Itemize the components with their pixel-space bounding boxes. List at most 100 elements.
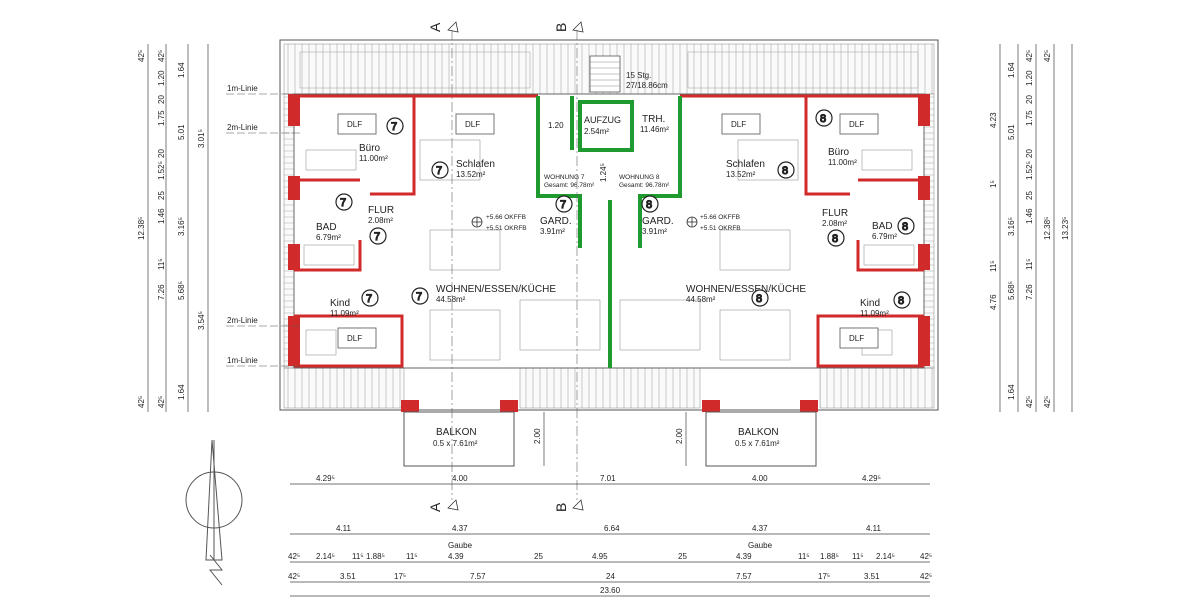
- dimension-value: 3.16⁵: [1007, 217, 1016, 236]
- room-area: 44.58m²: [436, 295, 466, 304]
- dimension-value: 4.29⁵: [862, 474, 881, 483]
- green-core-walls: [536, 96, 682, 368]
- dimension-value: 7.57: [470, 572, 486, 581]
- balcony-depth: 2.00: [675, 428, 684, 444]
- dimension-value: 17⁵: [394, 572, 406, 581]
- dimension-value: 13.23⁵: [1061, 217, 1070, 240]
- dimension-value: 25: [678, 552, 687, 561]
- dimension-value: 7.26: [1025, 284, 1034, 300]
- dimension-lines: [147, 44, 1073, 597]
- svg-text:8: 8: [820, 113, 826, 125]
- line-label-1m: 1m-Linie: [227, 84, 258, 93]
- unit-8-labels: Büro 11.00m² Schlafen 13.52m² FLUR 2.08m…: [619, 147, 897, 448]
- dimension-value: 11⁵: [798, 552, 810, 561]
- room-area: 11.09m²: [860, 309, 889, 318]
- dlf-label: DLF: [465, 120, 480, 129]
- dimension-value: 1.64: [1007, 384, 1016, 400]
- svg-text:8: 8: [646, 199, 652, 211]
- level-okrfb: +5.51 OKRFB: [700, 225, 741, 232]
- svg-text:8: 8: [756, 293, 762, 305]
- level-okrfb: +5.51 OKRFB: [486, 225, 527, 232]
- balkon-size: 0.5 x 7.61m²: [735, 439, 780, 448]
- room-area: 6.79m²: [872, 232, 897, 241]
- dimension-value: 25: [1025, 191, 1034, 200]
- stair: 15 Stg. 27/18.86cm: [589, 55, 668, 93]
- dimension-value: 7.26: [157, 284, 166, 300]
- line-label-2m: 2m-Linie: [227, 316, 258, 325]
- dimension-value: 1⁵: [989, 180, 998, 188]
- dimension-value: 11⁵: [1025, 258, 1034, 270]
- stair-steps: 15 Stg.: [626, 71, 651, 80]
- line-label-1m: 1m-Linie: [227, 356, 258, 365]
- dlf-label: DLF: [849, 334, 864, 343]
- dlf-label: DLF: [347, 334, 362, 343]
- room-name: BAD: [872, 221, 893, 232]
- red-wall-pillars: [288, 94, 930, 412]
- dimension-value: 1.64: [177, 62, 186, 78]
- room-name: WOHNEN/ESSEN/KÜCHE: [686, 283, 806, 295]
- room-name: WOHNEN/ESSEN/KÜCHE: [436, 283, 556, 295]
- height-lines: 1m-Linie 2m-Linie 2m-Linie 1m-Linie: [226, 84, 420, 367]
- dimension-value: 5.01: [177, 124, 186, 140]
- dimension-value: 20: [157, 95, 166, 104]
- svg-text:8: 8: [898, 295, 904, 307]
- wohnung-total: Gesamt: 96.78m²: [619, 182, 670, 189]
- dimension-value: 12.38⁵: [1043, 217, 1052, 240]
- balkon-name: BALKON: [738, 427, 779, 438]
- dimension-value: 4.39: [448, 552, 464, 561]
- dimension-value: 1.88⁵: [820, 552, 839, 561]
- dimension-value: 4.00: [452, 474, 468, 483]
- room-area: 11.00m²: [828, 158, 857, 167]
- section-label-b: B: [553, 23, 569, 32]
- room-name: Schlafen: [456, 159, 495, 170]
- gaube-label: Gaube: [448, 541, 473, 550]
- north-arrow: [185, 439, 243, 586]
- dimension-value: 4.76: [989, 294, 998, 310]
- section-label-a: A: [427, 22, 443, 32]
- level-okffb: +5.66 OKFFB: [486, 214, 526, 221]
- dimension-value: 17⁵: [818, 572, 830, 581]
- dimension-value: 1.20: [157, 70, 166, 86]
- dimension-value: 20: [157, 149, 166, 158]
- dimension-value: 3.51: [340, 572, 356, 581]
- unit-7-labels: Büro 11.00m² Schlafen 13.52m² FLUR 2.08m…: [316, 143, 595, 448]
- dimension-value: 5.68⁵: [1007, 281, 1016, 300]
- room-name: BAD: [316, 222, 337, 233]
- dimension-value: 25: [157, 191, 166, 200]
- dimension-value: 6.64: [604, 524, 620, 533]
- dimension-value: 1.64: [177, 384, 186, 400]
- dimension-value: 11⁵: [352, 552, 364, 561]
- svg-text:7: 7: [374, 231, 380, 243]
- dimension-value: 4.37: [452, 524, 468, 533]
- room-area: 11.09m²: [330, 309, 359, 318]
- room-name: Büro: [828, 147, 850, 158]
- furniture: [303, 139, 915, 361]
- dimension-value: 2.14⁵: [876, 552, 895, 561]
- unit-number-markers: 7 7 7 7 7 7 7 8 8 8 8 8 8 8: [335, 109, 915, 309]
- dimension-value: 3.01⁵: [197, 129, 206, 148]
- trh-area: 11.46m²: [640, 125, 669, 134]
- svg-text:8: 8: [782, 165, 788, 177]
- dimension-value: 4.11: [866, 524, 882, 533]
- svg-text:7: 7: [416, 291, 422, 303]
- room-name: GARD.: [540, 216, 572, 227]
- dimension-value: 20: [1025, 149, 1034, 158]
- level-markers: [471, 216, 698, 228]
- dimension-value: 4.11: [336, 524, 352, 533]
- wohnung-name: WOHNUNG 7: [544, 174, 585, 181]
- dlf-label: DLF: [849, 120, 864, 129]
- room-area: 3.91m²: [540, 227, 565, 236]
- dimension-value: 12.38⁵: [137, 217, 146, 240]
- svg-text:7: 7: [560, 199, 566, 211]
- dimension-value: 2.14⁵: [316, 552, 335, 561]
- dlf-skylights: DLF DLF DLF DLF DLF DLF: [337, 113, 879, 349]
- core-labels: AUFZUG 2.54m² TRH. 11.46m² 1.20 1.24⁵: [548, 114, 669, 182]
- dimension-value: 3.54⁵: [197, 311, 206, 330]
- dimension-value: 25: [534, 552, 543, 561]
- room-area: 3.91m²: [642, 227, 667, 236]
- dimension-value: 42⁵: [920, 552, 932, 561]
- room-name: Büro: [359, 143, 381, 154]
- room-area: 44.58m²: [686, 295, 716, 304]
